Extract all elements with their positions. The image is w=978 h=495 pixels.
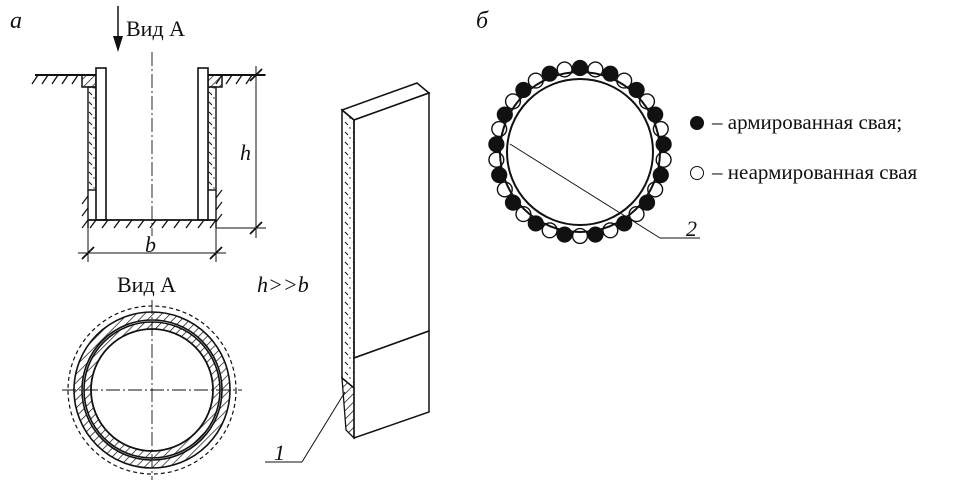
leader-1 bbox=[301, 391, 346, 463]
dim-h-label: h bbox=[240, 140, 251, 165]
legend-text-unreinforced: – неармированная свая bbox=[712, 160, 918, 184]
panel-lower-side bbox=[341, 376, 355, 440]
soil-hatch-left bbox=[81, 195, 89, 229]
ring-outer-line bbox=[499, 71, 661, 233]
lining-right bbox=[197, 67, 209, 221]
bottom-hatch bbox=[89, 219, 217, 229]
leader-2 bbox=[509, 143, 661, 239]
legend-text-reinforced: – армированная свая; bbox=[712, 110, 903, 134]
panel-element-1 bbox=[265, 82, 431, 463]
legend-item-reinforced: – армированная свая; bbox=[690, 110, 902, 135]
section-view bbox=[31, 6, 266, 262]
ground-hatch-left bbox=[31, 74, 79, 85]
reinforced-pile bbox=[571, 59, 589, 77]
collar-right bbox=[207, 74, 223, 88]
filled-circle-icon bbox=[690, 115, 704, 130]
panel-front-face-upper bbox=[353, 91, 430, 360]
collar-left bbox=[81, 74, 97, 88]
lining-left bbox=[95, 67, 107, 221]
dim-b-tick-left bbox=[81, 246, 95, 260]
dim-h-tick-bottom bbox=[249, 221, 263, 235]
panel-side-face bbox=[341, 108, 355, 390]
view-arrow-head bbox=[113, 36, 123, 52]
callout-1-label: 1 bbox=[274, 440, 285, 465]
callout-2-label: 2 bbox=[686, 216, 697, 241]
view-a-label-top: Вид А bbox=[126, 16, 186, 41]
view-a-label-bottom: Вид А bbox=[117, 272, 177, 297]
ratio-label: h>>b bbox=[257, 272, 309, 297]
plan-view bbox=[62, 300, 242, 480]
pile-ring-plan bbox=[488, 59, 700, 245]
panel-b-label: б bbox=[476, 8, 489, 34]
legend-item-unreinforced: – неармированная свая bbox=[690, 160, 917, 185]
pile-ring bbox=[488, 59, 672, 245]
dim-b-label: b bbox=[145, 232, 156, 257]
pile-wall-left bbox=[87, 86, 97, 191]
soil-hatch-right bbox=[215, 189, 223, 223]
pile-wall-right bbox=[207, 86, 217, 191]
dim-b-tick-right bbox=[209, 246, 223, 260]
unreinforced-pile bbox=[571, 227, 589, 245]
panel-a-label: а bbox=[10, 8, 22, 34]
ring-inner-line bbox=[506, 78, 654, 226]
dim-h-tick-top bbox=[249, 68, 263, 82]
open-circle-icon bbox=[690, 165, 704, 180]
